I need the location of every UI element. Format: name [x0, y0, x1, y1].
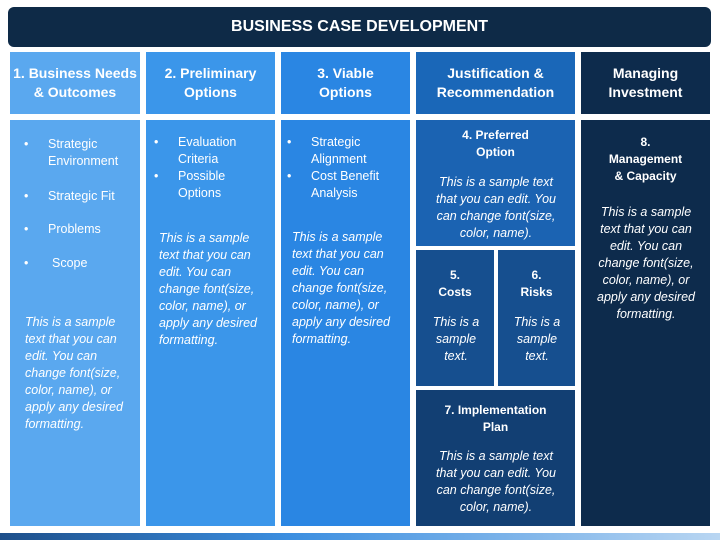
risks-text: This is a sample text.: [513, 315, 561, 363]
sample-text: This is a sample text that you can edit.…: [25, 315, 123, 431]
bottom-accent-bar: [0, 533, 720, 540]
risks-title: 6. Risks: [520, 268, 553, 299]
header-preliminary-options: 2. Preliminary Options: [144, 50, 277, 116]
preferred-option-title: 4. Preferred Option: [462, 128, 529, 159]
list-item: Scope: [24, 255, 134, 272]
column-business-needs: Strategic Environment Strategic Fit Prob…: [8, 118, 142, 528]
sample-text: This is a sample text that you can edit.…: [159, 231, 257, 347]
column-preliminary-options: Evaluation Criteria Possible Options Thi…: [144, 118, 277, 528]
costs-box: 5. Costs This is a sample text.: [414, 248, 496, 388]
list-item: Problems: [24, 221, 134, 238]
management-capacity-title: 8. Management & Capacity: [608, 135, 683, 183]
list-item: Strategic Environment: [24, 136, 134, 170]
page-title: BUSINESS CASE DEVELOPMENT: [8, 7, 711, 47]
costs-title: 5. Costs: [438, 268, 472, 299]
costs-text: This is a sample text.: [432, 315, 480, 363]
list-item: Cost Benefit Analysis: [287, 168, 405, 202]
list-item: Evaluation Criteria: [154, 134, 269, 168]
header-justification: Justification & Recommendation: [414, 50, 577, 116]
implementation-plan-box: 7. Implementation Plan This is a sample …: [414, 388, 577, 528]
column-viable-options: Strategic Alignment Cost Benefit Analysi…: [279, 118, 412, 528]
list-item: Possible Options: [154, 168, 269, 202]
sample-text: This is a sample text that you can edit.…: [292, 230, 390, 346]
implementation-plan-text: This is a sample text that you can edit.…: [435, 449, 556, 514]
implementation-plan-title: 7. Implementation Plan: [444, 403, 547, 434]
header-viable-options: 3. Viable Options: [279, 50, 412, 116]
management-capacity-text: This is a sample text that you can edit.…: [597, 205, 695, 321]
header-managing-investment: Managing Investment: [579, 50, 712, 116]
preferred-option-text: This is a sample text that you can edit.…: [435, 175, 556, 240]
risks-box: 6. Risks This is a sample text.: [496, 248, 577, 388]
header-business-needs: 1. Business Needs & Outcomes: [8, 50, 142, 116]
management-capacity-box: 8. Management & Capacity This is a sampl…: [579, 118, 712, 528]
preferred-option-box: 4. Preferred Option This is a sample tex…: [414, 118, 577, 248]
list-item: Strategic Alignment: [287, 134, 405, 168]
list-item: Strategic Fit: [24, 188, 134, 205]
